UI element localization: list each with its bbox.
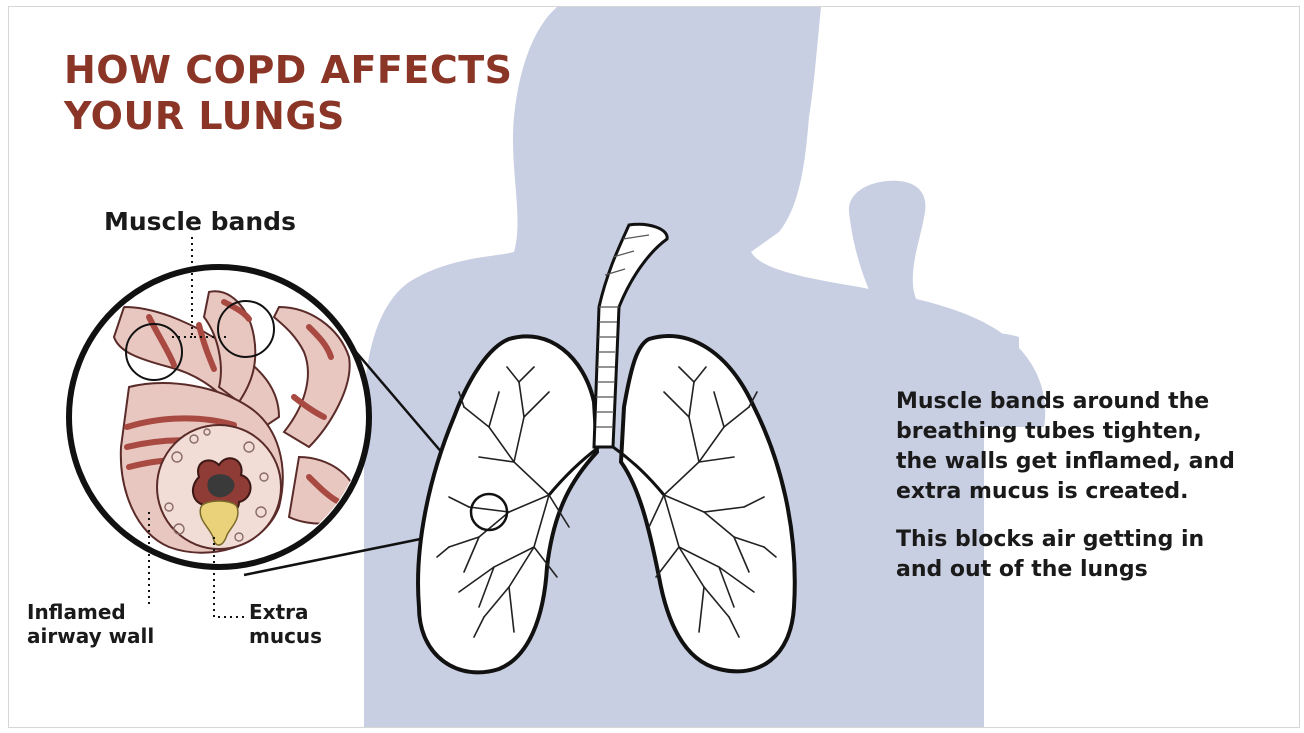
title-line-2: YOUR LUNGS — [64, 93, 513, 139]
description-block: Muscle bands around the breathing tubes … — [896, 387, 1236, 603]
title-line-1: HOW COPD AFFECTS — [64, 47, 513, 93]
magnified-airway — [69, 267, 369, 567]
label-mucus-line-2: mucus — [249, 624, 322, 648]
page-title: HOW COPD AFFECTS YOUR LUNGS — [64, 47, 513, 139]
label-extra-mucus: Extra mucus — [249, 600, 322, 648]
label-muscle-bands: Muscle bands — [104, 207, 296, 236]
description-paragraph-2: This blocks air getting in and out of th… — [896, 525, 1236, 585]
label-inflamed-airway-wall: Inflamed airway wall — [27, 600, 154, 648]
description-paragraph-1: Muscle bands around the breathing tubes … — [896, 387, 1236, 507]
label-inflamed-line-1: Inflamed — [27, 600, 154, 624]
label-mucus-line-1: Extra — [249, 600, 322, 624]
label-inflamed-line-2: airway wall — [27, 624, 154, 648]
infographic-frame: HOW COPD AFFECTS YOUR LUNGS Muscle bands… — [8, 6, 1300, 728]
